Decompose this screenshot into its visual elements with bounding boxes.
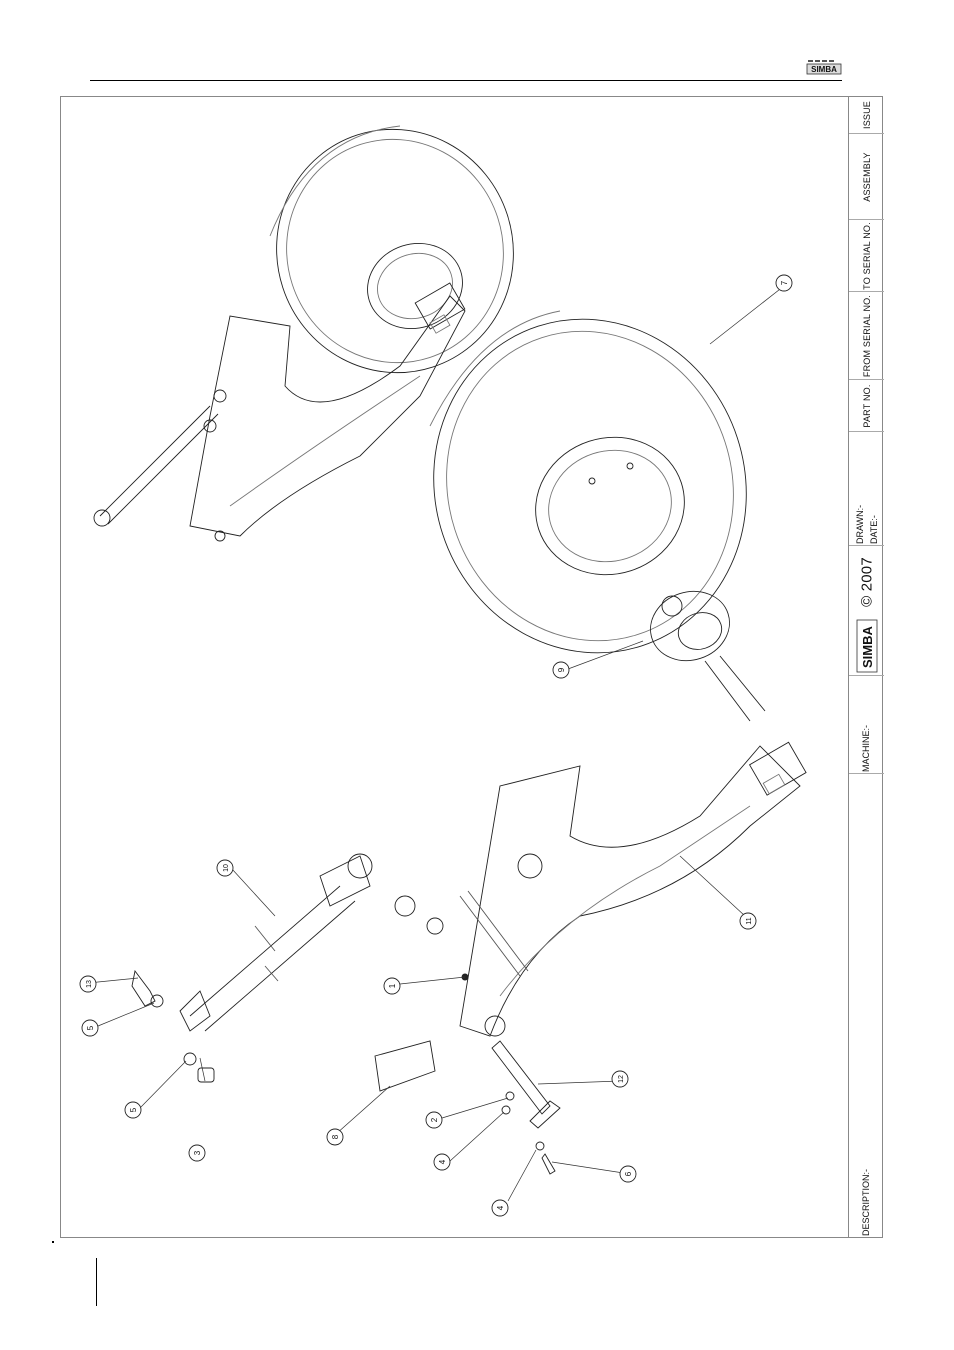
copyright-text: © 2007 — [858, 557, 875, 607]
washer-5a — [151, 995, 163, 1007]
callout-12: 12 — [612, 1071, 628, 1087]
rear-wheel-tyre — [245, 99, 545, 404]
title-block: ISSUE ASSEMBLY TO SERIAL NO. FROM SERIAL… — [848, 96, 884, 1238]
front-axle-arm — [395, 742, 806, 1036]
nut-3 — [198, 1068, 214, 1082]
washer-5b — [184, 1053, 196, 1065]
callout-4a: 4 — [434, 1154, 450, 1170]
to-serial-cell: TO SERIAL NO. — [849, 220, 884, 292]
drawn-date-cell: DRAWN:- DATE:- — [849, 432, 884, 546]
part-no-cell: PART NO. — [849, 380, 884, 432]
left-margin-rule — [96, 1258, 97, 1306]
callout-8-text: 8 — [331, 1134, 340, 1139]
callout-1-text: 1 — [388, 983, 397, 988]
pin-12 — [492, 1041, 550, 1114]
from-serial-cell: FROM SERIAL NO. — [849, 292, 884, 380]
wheel-hub — [641, 581, 765, 721]
callout-2: 2 — [426, 1112, 442, 1128]
callout-13-text: 13 — [86, 980, 93, 988]
callout-7: 7 — [776, 275, 792, 291]
callout-3: 3 — [189, 1145, 205, 1161]
callout-9: 9 — [553, 662, 569, 678]
title-logo-text: SIMBA — [860, 626, 875, 669]
assembly-label: ASSEMBLY — [862, 152, 872, 201]
callout-7-text: 7 — [780, 280, 789, 285]
callout-6: 6 — [620, 1166, 636, 1182]
simba-header-logo: SIMBA — [806, 58, 842, 78]
exploded-assembly-drawing: 1 2 3 4 4 5 5 6 7 8 9 10 11 12 13 — [60, 96, 848, 1238]
front-wheel-tyre — [391, 278, 790, 693]
simba-title-logo: SIMBA — [851, 618, 883, 674]
rear-turnbuckle — [94, 390, 226, 541]
callout-11-text: 11 — [746, 917, 753, 924]
to-serial-label: TO SERIAL NO. — [862, 222, 872, 290]
callout-10: 10 — [217, 860, 233, 876]
rear-axle-arm — [190, 283, 465, 536]
callout-5a: 5 — [82, 1020, 98, 1036]
callout-9-text: 9 — [557, 667, 566, 672]
small-parts — [132, 971, 560, 1174]
description-cell: DESCRIPTION:- — [849, 774, 884, 1238]
washer-4b — [536, 1142, 544, 1150]
callout-11: 11 — [740, 913, 756, 929]
callout-1: 1 — [384, 978, 400, 994]
machine-cell: MACHINE:- — [849, 676, 884, 774]
callout-12-text: 12 — [618, 1075, 625, 1083]
callout-10-text: 10 — [223, 864, 230, 872]
header-rule — [90, 80, 842, 81]
callout-3-text: 3 — [193, 1150, 202, 1155]
callout-2-text: 2 — [430, 1117, 439, 1122]
bolt-13 — [132, 971, 155, 1006]
callout-8: 8 — [327, 1129, 343, 1145]
clip-plate-8 — [375, 1041, 435, 1091]
callout-4a-text: 4 — [438, 1159, 447, 1164]
issue-label: ISSUE — [862, 100, 872, 128]
nut-2 — [506, 1092, 514, 1100]
callout-5b: 5 — [125, 1102, 141, 1118]
callout-13: 13 — [80, 976, 96, 992]
description-label: DESCRIPTION:- — [859, 1169, 873, 1236]
part-no-label: PART NO. — [862, 384, 872, 427]
callout-4b: 4 — [492, 1200, 508, 1216]
assembly-cell: ASSEMBLY — [849, 134, 884, 220]
callout-6-text: 6 — [624, 1171, 633, 1176]
callout-5a-text: 5 — [86, 1025, 95, 1030]
logo-cell: SIMBA © 2007 — [849, 546, 884, 676]
front-turnbuckle — [180, 854, 372, 1031]
pin-plate — [530, 1101, 560, 1128]
machine-label: MACHINE:- — [859, 725, 873, 772]
drawn-label: DRAWN:- — [853, 505, 867, 544]
issue-cell: ISSUE — [849, 96, 884, 134]
date-label: DATE:- — [867, 505, 881, 544]
header-logo-text: SIMBA — [811, 65, 837, 74]
callout-5b-text: 5 — [129, 1107, 138, 1112]
callout-4b-text: 4 — [496, 1205, 505, 1210]
from-serial-label: FROM SERIAL NO. — [862, 294, 872, 376]
bolt-6 — [542, 1154, 555, 1174]
page-dot — [52, 1241, 54, 1243]
